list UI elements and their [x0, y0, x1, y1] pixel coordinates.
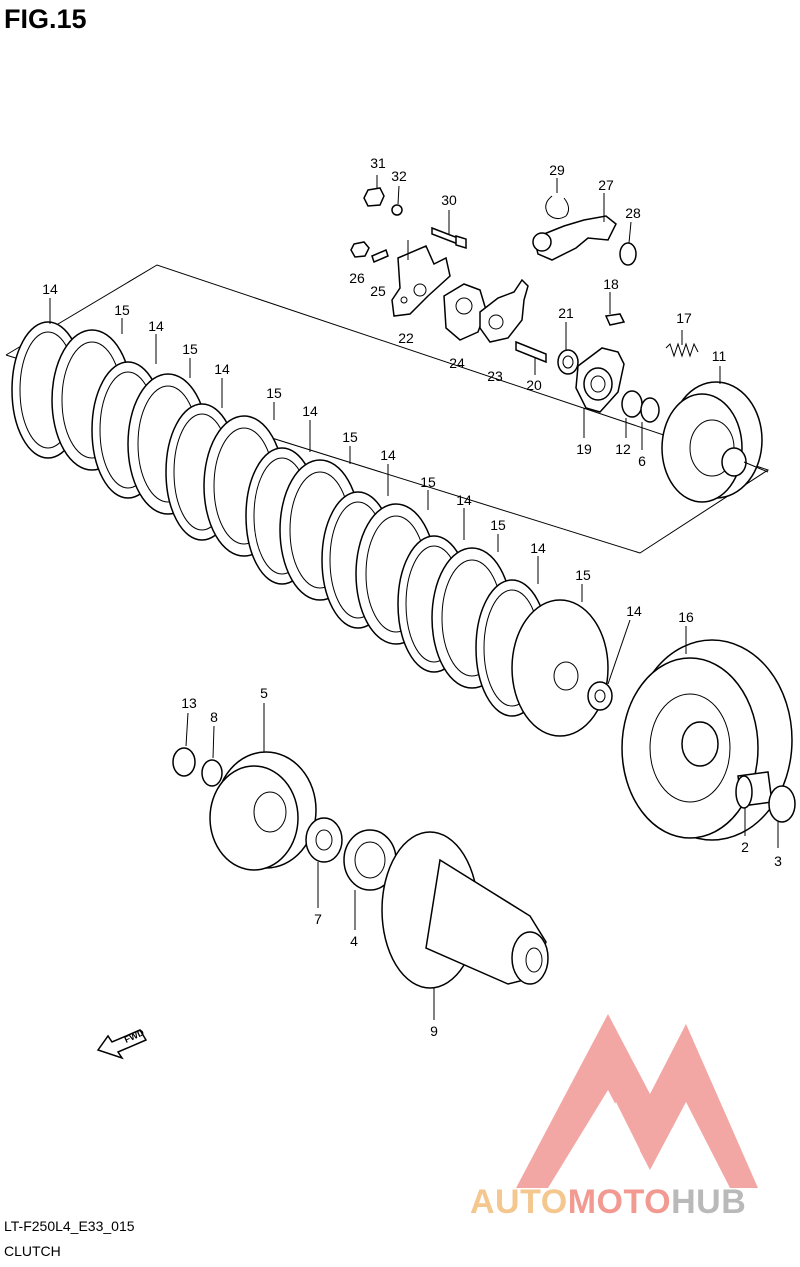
callout: 14: [148, 318, 164, 334]
callout: 2: [741, 839, 749, 855]
plate-pack: [11, 298, 609, 737]
stud-25: [371, 248, 389, 264]
callout: 18: [603, 276, 619, 292]
callout: 25: [370, 283, 386, 299]
bolt-30: [431, 226, 459, 246]
callout: 14: [42, 281, 58, 297]
washer-32: [391, 204, 403, 216]
figure-name: CLUTCH: [4, 1243, 61, 1259]
callout: 23: [487, 368, 503, 384]
bearing-21: [557, 349, 579, 375]
callout: 14: [530, 540, 546, 556]
callout: 9: [430, 1023, 438, 1039]
callout: 6: [638, 453, 646, 469]
watermark-logo-icon: [516, 1014, 758, 1188]
lower-assembly: FWD: [96, 619, 796, 1060]
callout: 30: [441, 192, 457, 208]
plate-pack-frame: [5, 264, 770, 554]
callout: 15: [182, 341, 198, 357]
fwd-arrow-icon: [96, 1029, 148, 1060]
bracket-22: [391, 245, 451, 317]
callout: 24: [449, 355, 465, 371]
callout: 12: [615, 441, 631, 457]
bushing-5: [172, 747, 196, 777]
figure-code: LT-F250L4_E33_015: [4, 1218, 135, 1234]
callout: 14: [302, 403, 318, 419]
ring-28: [619, 242, 637, 266]
pin-20: [515, 340, 547, 364]
callout: 14: [380, 447, 396, 463]
nut-31: [363, 187, 385, 207]
callout: 22: [398, 330, 414, 346]
bolt-18: [604, 313, 626, 326]
callout: 28: [625, 205, 641, 221]
release-mechanism: [350, 175, 769, 503]
callout: 19: [576, 441, 592, 457]
bearing-12: [621, 390, 643, 418]
callout: 15: [420, 474, 436, 490]
washer-6: [640, 397, 660, 423]
brand-moto: MOTO: [567, 1183, 672, 1221]
brand-hub: HUB: [671, 1183, 747, 1221]
callout: 16: [678, 609, 694, 625]
spring-17: [665, 342, 699, 358]
callout: 15: [575, 567, 591, 583]
callout: 11: [712, 348, 727, 364]
callout: 26: [349, 270, 365, 286]
bushing-2: [305, 817, 343, 863]
callout: 4: [350, 933, 358, 949]
callout: 14: [214, 361, 230, 377]
callout: 15: [490, 517, 506, 533]
washer-10: [768, 785, 796, 823]
callout: 13: [181, 695, 197, 711]
callout: 15: [342, 429, 358, 445]
plate-23: [479, 278, 529, 343]
callout: 3: [774, 853, 782, 869]
callout: 27: [598, 177, 614, 193]
callout: 29: [549, 162, 565, 178]
callout: 20: [526, 377, 542, 393]
callout: 14: [456, 492, 472, 508]
pressure-plate-16: [511, 599, 609, 737]
callout: 15: [114, 302, 130, 318]
nut-26: [350, 241, 370, 258]
callout: 31: [370, 155, 386, 171]
figure-title: FIG.15: [4, 4, 87, 34]
washer-13: [587, 681, 613, 711]
callout: 32: [391, 168, 407, 184]
callout: 5: [260, 685, 268, 701]
circlip-29: [545, 195, 570, 220]
callout: 7: [314, 911, 322, 927]
watermark-brand: AUTOMOTOHUB: [470, 1183, 746, 1222]
brand-auto: AUTO: [470, 1183, 568, 1221]
washer-7: [201, 759, 223, 787]
callouts: 31 32 30 29 27 28 26 25 22 24 23 18 21 1…: [42, 155, 782, 1039]
callout: 15: [266, 385, 282, 401]
callout: 21: [558, 305, 574, 321]
callout: 17: [676, 310, 692, 326]
lever-27: [533, 215, 617, 261]
callout: 14: [626, 603, 642, 619]
callout: 8: [210, 709, 218, 725]
